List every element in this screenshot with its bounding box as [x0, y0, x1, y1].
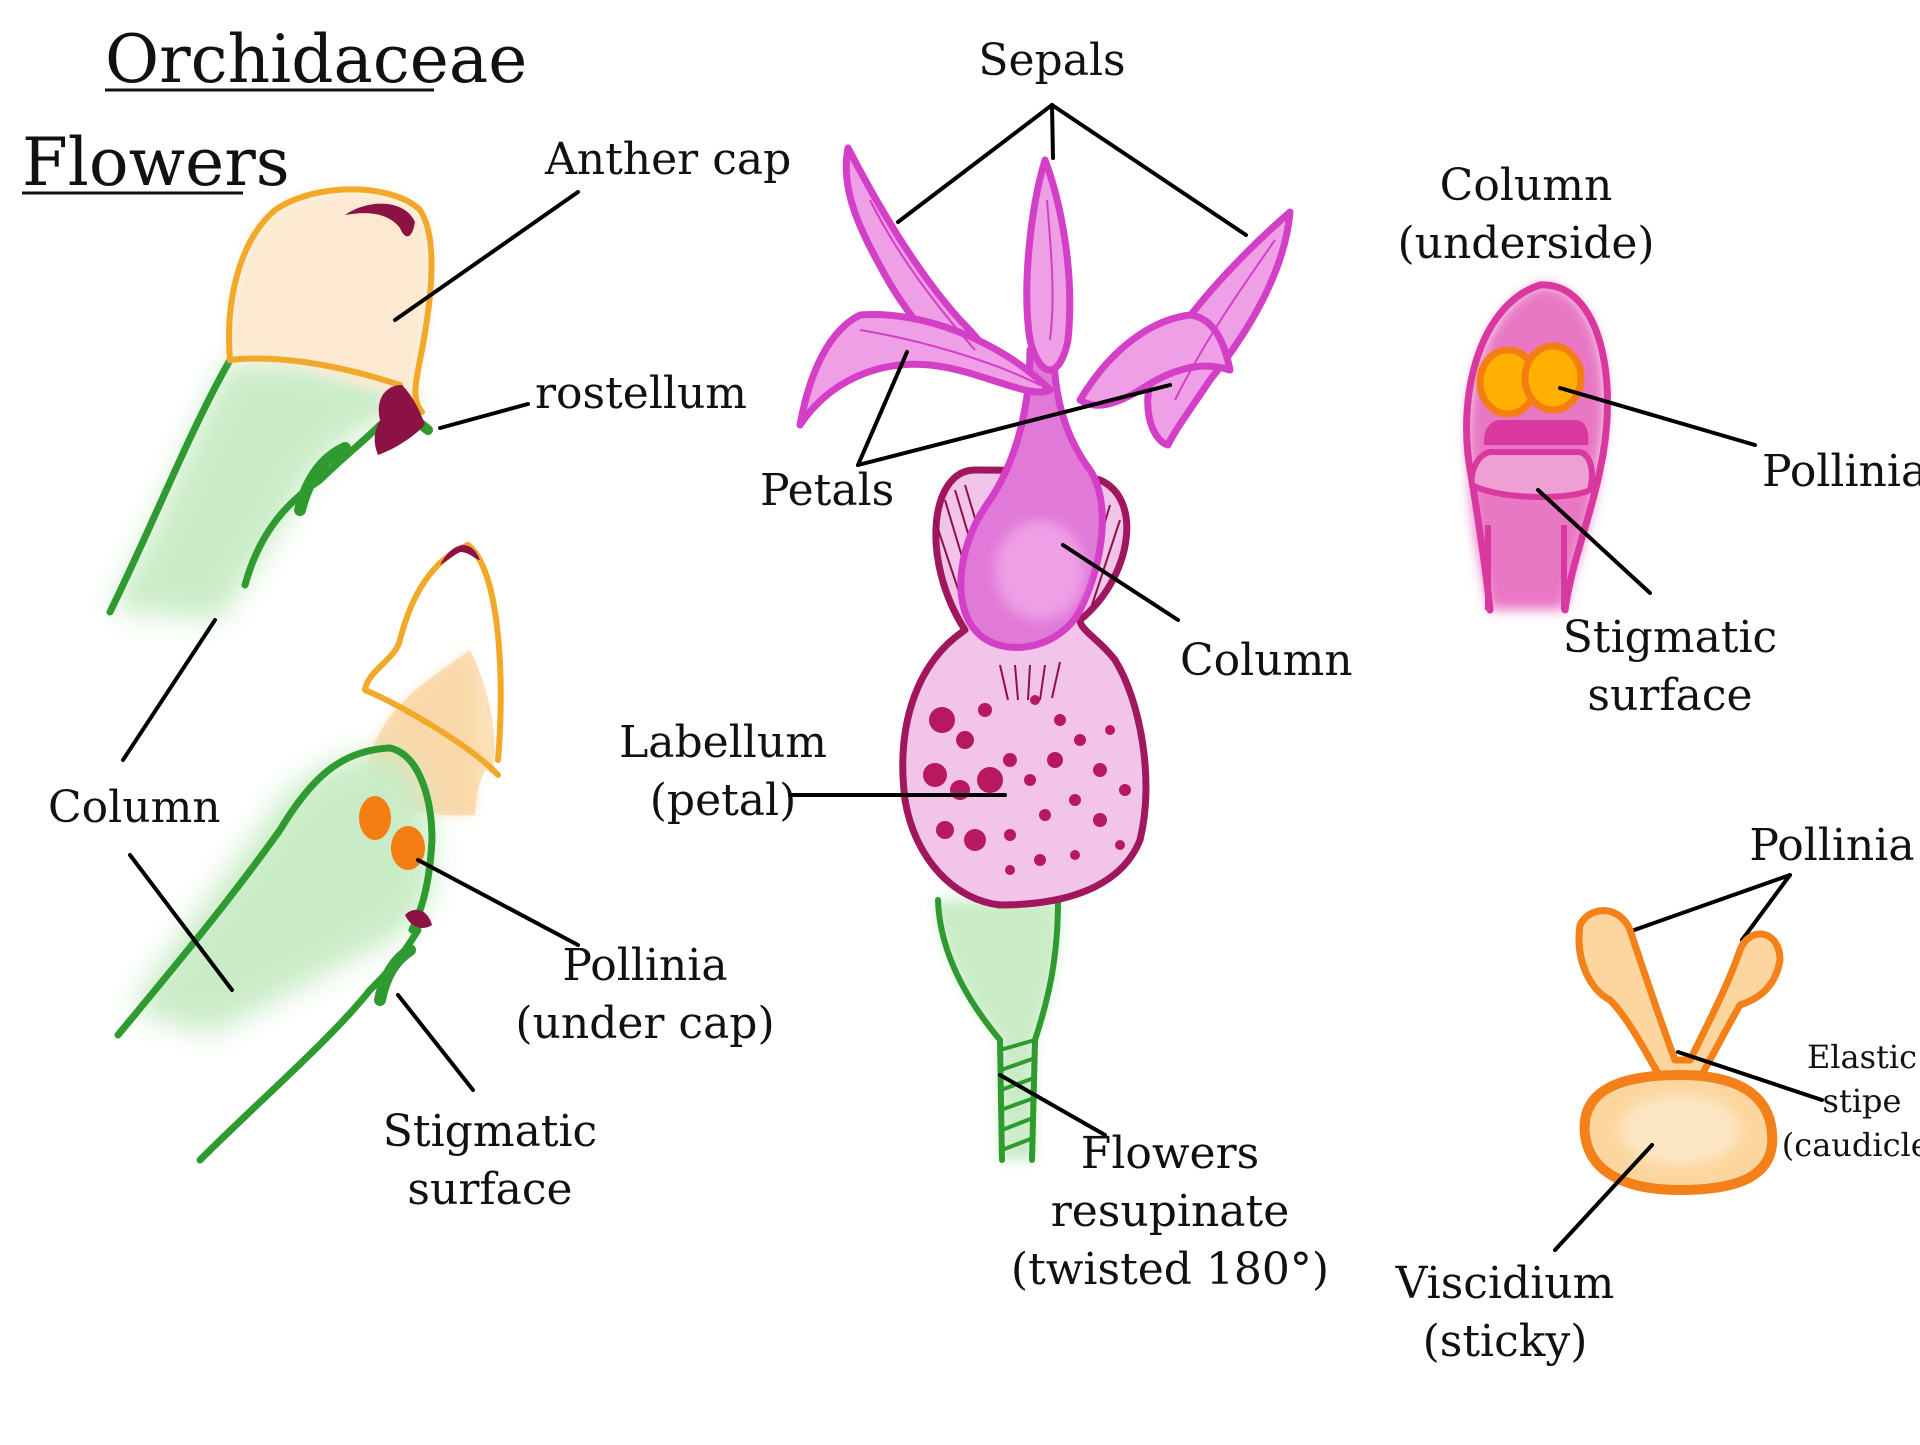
leader-elastic-stipe — [1676, 1050, 1824, 1102]
rostellum-shape — [374, 385, 425, 455]
leader-pollinia-right — [1558, 386, 1757, 447]
label-pollinia-under-cap-1: Pollinia — [562, 940, 727, 991]
underside-outline — [1463, 281, 1611, 614]
label-stigmatic-right-1: Stigmatic — [1563, 612, 1777, 663]
stigma-spot-left — [405, 909, 432, 928]
leader-resupinate — [998, 1073, 1107, 1137]
underside-divider — [1484, 420, 1589, 445]
column-cap-removed — [114, 542, 504, 1164]
label-labellum-1: Labellum — [619, 717, 827, 768]
column-outline-tip-bottom — [386, 744, 436, 934]
column-underside: Column (underside) Pollinia Stigmatic su… — [1397, 160, 1920, 721]
label-viscidium-2: (sticky) — [1423, 1316, 1588, 1367]
label-column-center: Column — [1180, 635, 1353, 686]
label-elastic-stipe-3: (caudicle) — [1782, 1126, 1920, 1164]
column-center-highlight — [995, 520, 1085, 620]
label-column-underside-2: (underside) — [1397, 218, 1654, 269]
label-stigmatic-left-2: surface — [407, 1164, 572, 1215]
ovary-outline-right — [1029, 897, 1061, 1163]
title-line2: Flowers — [22, 124, 290, 201]
pollinarium: Pollinia Elastic stipe (caudicle) Viscid… — [1395, 820, 1920, 1367]
label-rostellum: rostellum — [535, 368, 747, 419]
sepal-dorsal — [1023, 156, 1074, 374]
title-line1: Orchidaceae — [105, 21, 527, 98]
leader-pollinia-bottom-1 — [1618, 873, 1792, 937]
leader-petal-right — [856, 383, 1172, 467]
viscidium-highlight — [1620, 1095, 1740, 1165]
column-ridge-bottom — [374, 944, 416, 1006]
label-petals: Petals — [760, 465, 894, 516]
leader-sepal-dorsal — [1050, 103, 1055, 160]
label-pollinia-bottom: Pollinia — [1749, 820, 1914, 871]
underside-pollinium-2 — [1521, 342, 1585, 414]
leader-column-left-bottom — [128, 853, 234, 992]
label-column-left: Column — [48, 782, 221, 833]
label-column-underside-1: Column — [1440, 160, 1613, 211]
label-resupinate-3: (twisted 180°) — [1011, 1244, 1329, 1295]
anther-cap-fill — [229, 189, 432, 410]
leader-pollinia-bottom-2 — [1740, 873, 1792, 942]
orchid-flower: Sepals Petals Column Labellum (petal) Fl… — [619, 35, 1353, 1295]
leader-viscidium — [1553, 1143, 1654, 1252]
petal-left — [796, 310, 1054, 429]
title: Orchidaceae Flowers — [22, 21, 527, 201]
left-column-label-group: Column Pollinia (under cap) Stigmatic su… — [48, 618, 775, 1215]
label-resupinate-1: Flowers — [1081, 1128, 1259, 1179]
detached-cap-bottom — [362, 687, 501, 778]
column-ridge-top — [294, 442, 351, 516]
detached-cap-left — [362, 542, 471, 693]
label-stigmatic-left-1: Stigmatic — [383, 1106, 597, 1157]
pollinia-left-1 — [359, 796, 391, 840]
label-resupinate-2: resupinate — [1051, 1186, 1290, 1237]
anther-cap-outline — [226, 186, 435, 415]
leader-sepal-right — [1050, 103, 1248, 237]
column-outline-left-bottom — [114, 744, 394, 1039]
label-elastic-stipe-2: stipe — [1823, 1082, 1902, 1120]
leader-petal-left — [856, 350, 909, 467]
underside-band — [1468, 449, 1595, 500]
detached-cap-spot — [440, 545, 480, 565]
label-anther-cap: Anther cap — [544, 134, 791, 185]
leader-anther-cap — [393, 190, 580, 322]
label-labellum-2: (petal) — [650, 775, 797, 826]
column-outline-left-top — [106, 356, 234, 616]
ovary-outline-left — [935, 897, 1005, 1163]
label-elastic-stipe-1: Elastic — [1807, 1038, 1917, 1076]
petal-veins — [859, 199, 1276, 401]
anther-cap-base — [227, 355, 403, 388]
leader-sepal-left — [896, 103, 1054, 224]
leader-stigmatic-right — [1536, 488, 1652, 595]
leader-column-center — [1061, 543, 1180, 622]
pollinia-left-2 — [391, 826, 425, 870]
anther-cap-spot — [345, 203, 415, 237]
label-pollinia-right: Pollinia — [1762, 446, 1920, 497]
ovary-fill — [935, 900, 1060, 1160]
label-pollinia-under-cap-2: (under cap) — [515, 998, 774, 1049]
label-sepals: Sepals — [978, 35, 1125, 86]
pollinia-stipes — [1575, 907, 1784, 1099]
leader-rostellum — [438, 402, 530, 430]
column-fill-top — [110, 360, 425, 620]
label-stigmatic-right-2: surface — [1587, 670, 1752, 721]
column-with-anther-cap: Anther cap rostellum — [106, 134, 791, 620]
leader-pollinia-under-cap — [416, 858, 580, 947]
label-viscidium-1: Viscidium — [1395, 1258, 1615, 1309]
leader-column-left-top — [121, 618, 217, 762]
column-fill-bottom — [130, 751, 434, 1035]
leader-stigmatic-left — [396, 993, 475, 1092]
